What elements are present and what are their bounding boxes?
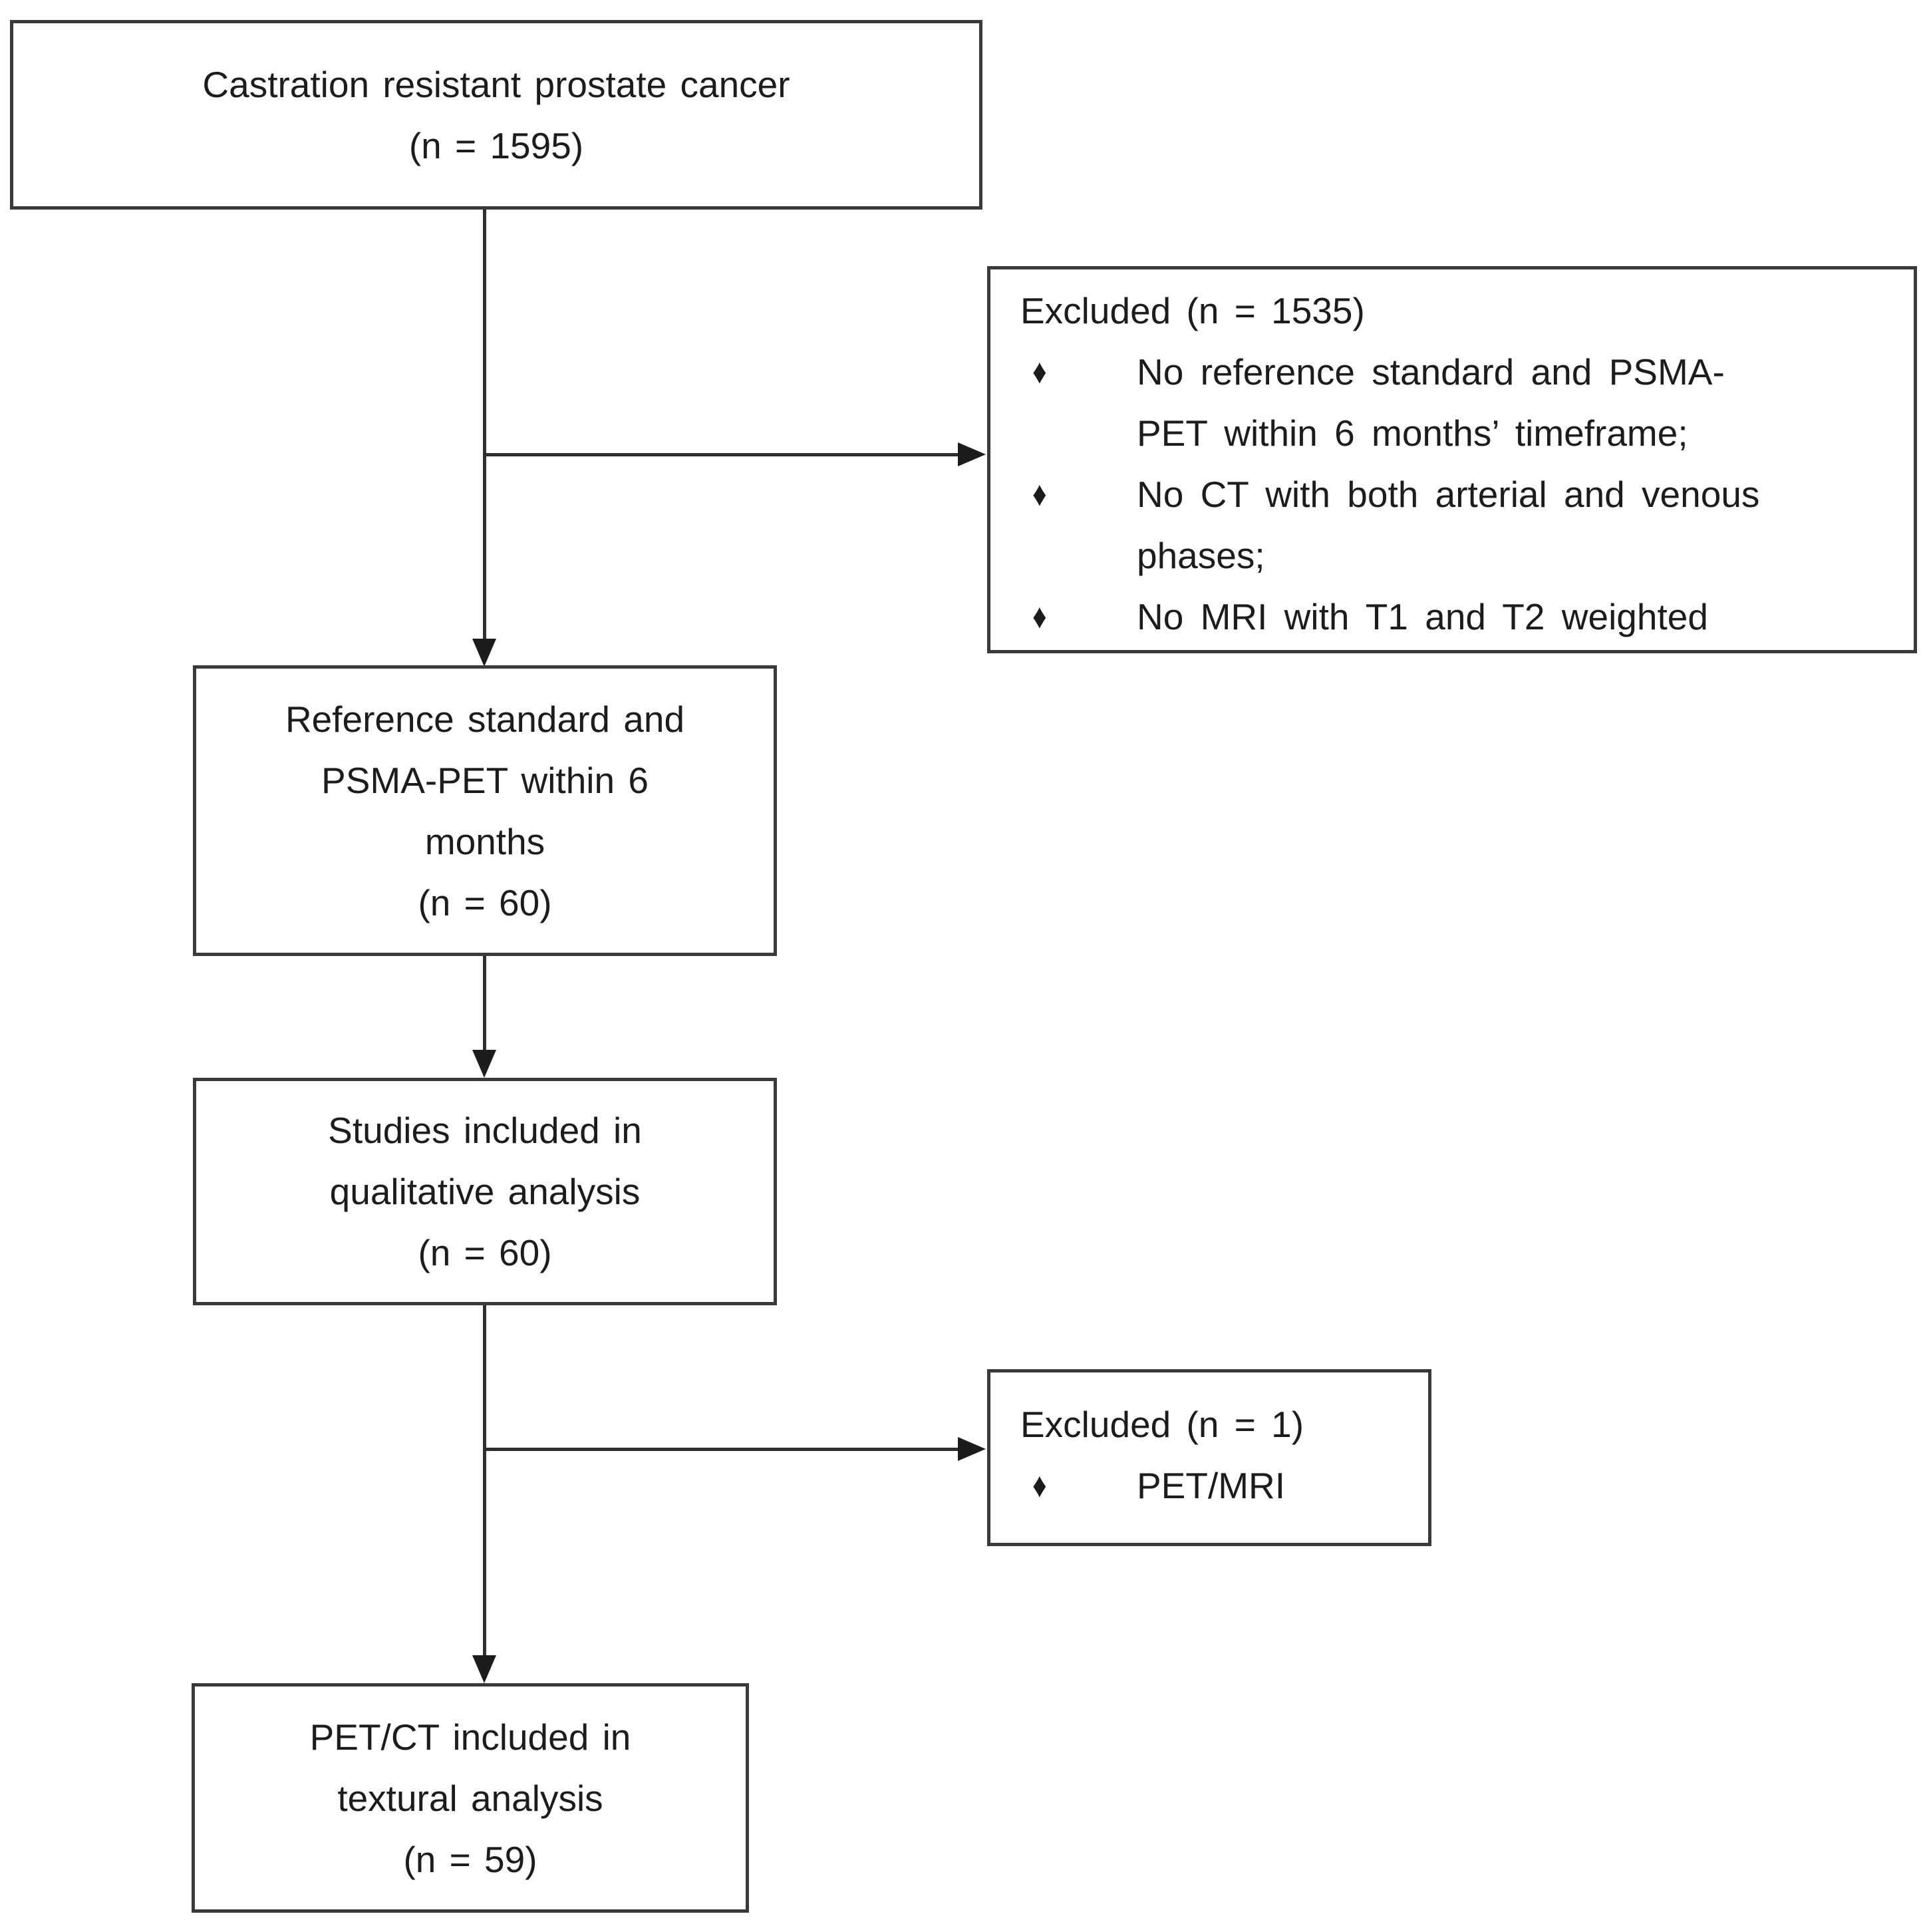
excluded-petmri-bullet-1: ♦ PET/MRI xyxy=(1020,1455,1415,1516)
diamond-bullet-icon: ♦ xyxy=(1032,1466,1047,1505)
diamond-bullet-icon: ♦ xyxy=(1032,475,1047,514)
arrowhead-right-into-excluded-initial-icon xyxy=(958,442,986,466)
excluded-initial-bullet-3: ♦ No MRI with T1 and T2 weighted xyxy=(1020,586,1900,647)
box-excluded-petmri: Excluded (n = 1) ♦ PET/MRI xyxy=(987,1369,1431,1546)
bullet-line: No CT with both arterial and venous xyxy=(1137,474,1760,515)
box-line: PSMA-PET within 6 xyxy=(321,759,649,801)
excluded-initial-bullet-2: ♦ No CT with both arterial and venous ph… xyxy=(1020,464,1900,586)
box-textural-analysis: PET/CT included in textural analysis (n … xyxy=(192,1683,749,1913)
arrowhead-right-into-excluded-petmri-icon xyxy=(958,1437,986,1461)
box-line: Reference standard and xyxy=(285,698,685,740)
box-line: months xyxy=(424,820,545,862)
box-count: (n = 60) xyxy=(418,1232,552,1273)
arrowhead-down-into-qualitative-icon xyxy=(472,1050,496,1078)
connector-branch-to-excluded-initial-line xyxy=(483,453,959,456)
box-qualitative-analysis: Studies included in qualitative analysis… xyxy=(193,1078,777,1305)
excluded-initial-title: Excluded (n = 1535) xyxy=(1020,290,1365,331)
excluded-petmri-title: Excluded (n = 1) xyxy=(1020,1404,1304,1445)
box-line: Castration resistant prostate cancer xyxy=(202,63,790,105)
box-line: textural analysis xyxy=(337,1777,603,1819)
box-count: (n = 59) xyxy=(403,1838,537,1880)
connector-reference-to-qualitative-line xyxy=(483,956,486,1051)
arrowhead-down-into-reference-icon xyxy=(472,639,496,667)
bullet-line: PET/MRI xyxy=(1137,1465,1286,1506)
diamond-bullet-icon: ♦ xyxy=(1032,597,1047,636)
excluded-initial-bullet-1: ♦ No reference standard and PSMA- PET wi… xyxy=(1020,341,1900,464)
arrowhead-down-into-textural-icon xyxy=(472,1655,496,1683)
box-reference-standard: Reference standard and PSMA-PET within 6… xyxy=(193,665,777,956)
box-count: (n = 60) xyxy=(418,882,552,923)
diamond-bullet-icon: ♦ xyxy=(1032,353,1047,391)
bullet-line: No reference standard and PSMA- xyxy=(1137,351,1725,393)
bullet-line: No MRI with T1 and T2 weighted xyxy=(1137,596,1708,637)
box-line: Studies included in xyxy=(328,1110,642,1151)
bullet-line: PET within 6 months’ timeframe; xyxy=(1137,412,1688,454)
box-count: (n = 1595) xyxy=(408,124,584,166)
box-castration-resistant-prostate-cancer: Castration resistant prostate cancer (n … xyxy=(10,20,982,210)
box-excluded-initial: Excluded (n = 1535) ♦ No reference stand… xyxy=(987,266,1917,653)
box-line: PET/CT included in xyxy=(309,1716,631,1758)
connector-qualitative-to-textural-line xyxy=(483,1305,486,1657)
connector-crpc-to-reference-line xyxy=(483,210,486,641)
connector-branch-to-excluded-petmri-line xyxy=(483,1448,959,1451)
box-line: qualitative analysis xyxy=(329,1171,641,1212)
bullet-line: phases; xyxy=(1137,535,1265,576)
